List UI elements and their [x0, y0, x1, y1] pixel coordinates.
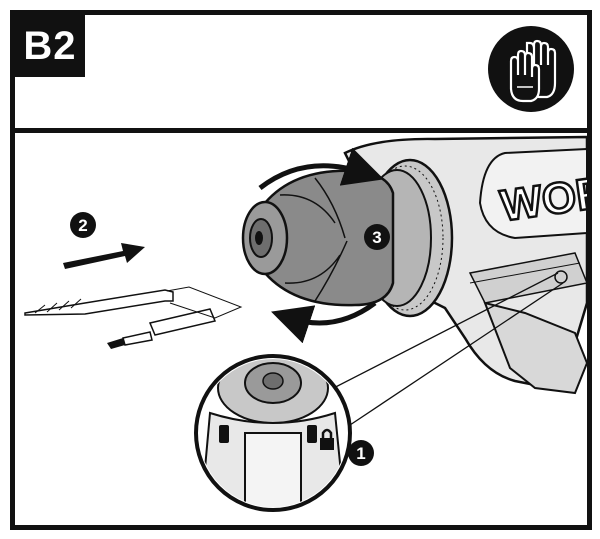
drill-chuck: [241, 169, 395, 307]
step-marker-3: 3: [364, 224, 390, 250]
instruction-panel: B2 WOR: [10, 10, 592, 530]
step-marker-1: 1: [348, 440, 374, 466]
panel-header: B2: [15, 15, 587, 133]
screwdriver-bit: [107, 308, 217, 349]
step-marker-2: 2: [70, 212, 96, 238]
svg-text:3: 3: [372, 228, 381, 247]
arrow-right-icon: [63, 243, 145, 269]
twist-drill-bit: [24, 289, 174, 316]
svg-text:2: 2: [78, 216, 87, 235]
rotate-clockwise-icon: [258, 147, 384, 344]
drill-illustration: WOR 3: [24, 135, 587, 512]
detail-callout-lines: [319, 270, 568, 426]
step-label: B2: [15, 15, 85, 77]
gloves-icon: [488, 26, 574, 112]
padlock-icon: [320, 428, 334, 450]
lock-detail-view: [194, 354, 352, 512]
insertion-guide: [166, 286, 243, 319]
svg-text:1: 1: [356, 444, 365, 463]
